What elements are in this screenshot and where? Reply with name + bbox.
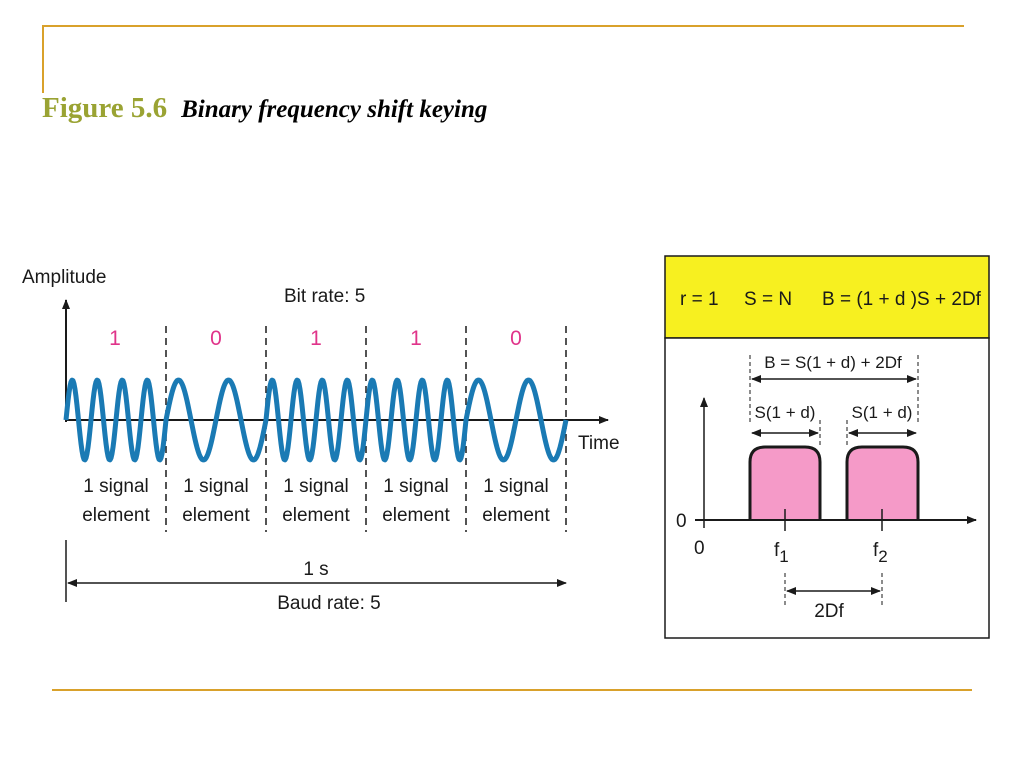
duration-label: 1 s: [303, 559, 328, 580]
signal-element-label: element: [82, 505, 150, 526]
figure-number: Figure 5.6: [42, 92, 168, 124]
signal-element-labels: 1 signal element 1 signal element 1 sign…: [82, 476, 550, 526]
header-r: r = 1: [680, 289, 719, 310]
header-s: S = N: [744, 289, 792, 310]
signal-element-label: 1 signal: [383, 476, 449, 497]
header-b: B = (1 + d )S + 2Df: [822, 289, 982, 310]
bandwidth-diagram: r = 1 S = N B = (1 + d )S + 2Df B = S(1 …: [664, 255, 990, 639]
band2-label: S(1 + d): [852, 403, 913, 422]
figure-caption: Binary frequency shift keying: [181, 96, 488, 123]
formula-header: [664, 255, 990, 339]
signal-element-label: element: [282, 505, 350, 526]
f1-label: f1: [774, 540, 789, 566]
fsk-waveform: [63, 377, 569, 463]
amplitude-label: Amplitude: [22, 267, 107, 288]
bit-label: 0: [210, 327, 222, 350]
top-rule: [42, 25, 964, 27]
signal-element-label: 1 signal: [483, 476, 549, 497]
y-zero-label: 0: [676, 511, 687, 532]
x-zero-label: 0: [694, 538, 705, 559]
waveform-diagram: Amplitude Time Bit rate: 5 1 0 1 1 0 1 s…: [22, 267, 620, 614]
signal-element-label: 1 signal: [83, 476, 149, 497]
signal-element-label: element: [482, 505, 550, 526]
spacing-label: 2Df: [814, 601, 844, 622]
bandwidth-panel: [664, 337, 990, 639]
band2-shape: [845, 445, 920, 520]
band1-label: S(1 + d): [755, 403, 816, 422]
bandwidth-label: B = S(1 + d) + 2Df: [764, 353, 902, 372]
bit-label: 1: [410, 327, 422, 350]
signal-element-label: 1 signal: [183, 476, 249, 497]
signal-element-label: 1 signal: [283, 476, 349, 497]
bottom-rule: [52, 689, 972, 691]
signal-element-label: element: [182, 505, 250, 526]
baud-rate-label: Baud rate: 5: [277, 593, 381, 614]
signal-element-label: element: [382, 505, 450, 526]
bit-label: 0: [510, 327, 522, 350]
figure-title: Figure 5.6 Binary frequency shift keying: [42, 92, 487, 125]
bit-rate-label: Bit rate: 5: [284, 286, 365, 307]
f2-label: f2: [873, 540, 888, 566]
band1-shape: [748, 445, 822, 520]
left-rule: [42, 25, 44, 93]
bit-label: 1: [310, 327, 322, 350]
time-label: Time: [578, 433, 620, 454]
bit-label: 1: [109, 327, 121, 350]
